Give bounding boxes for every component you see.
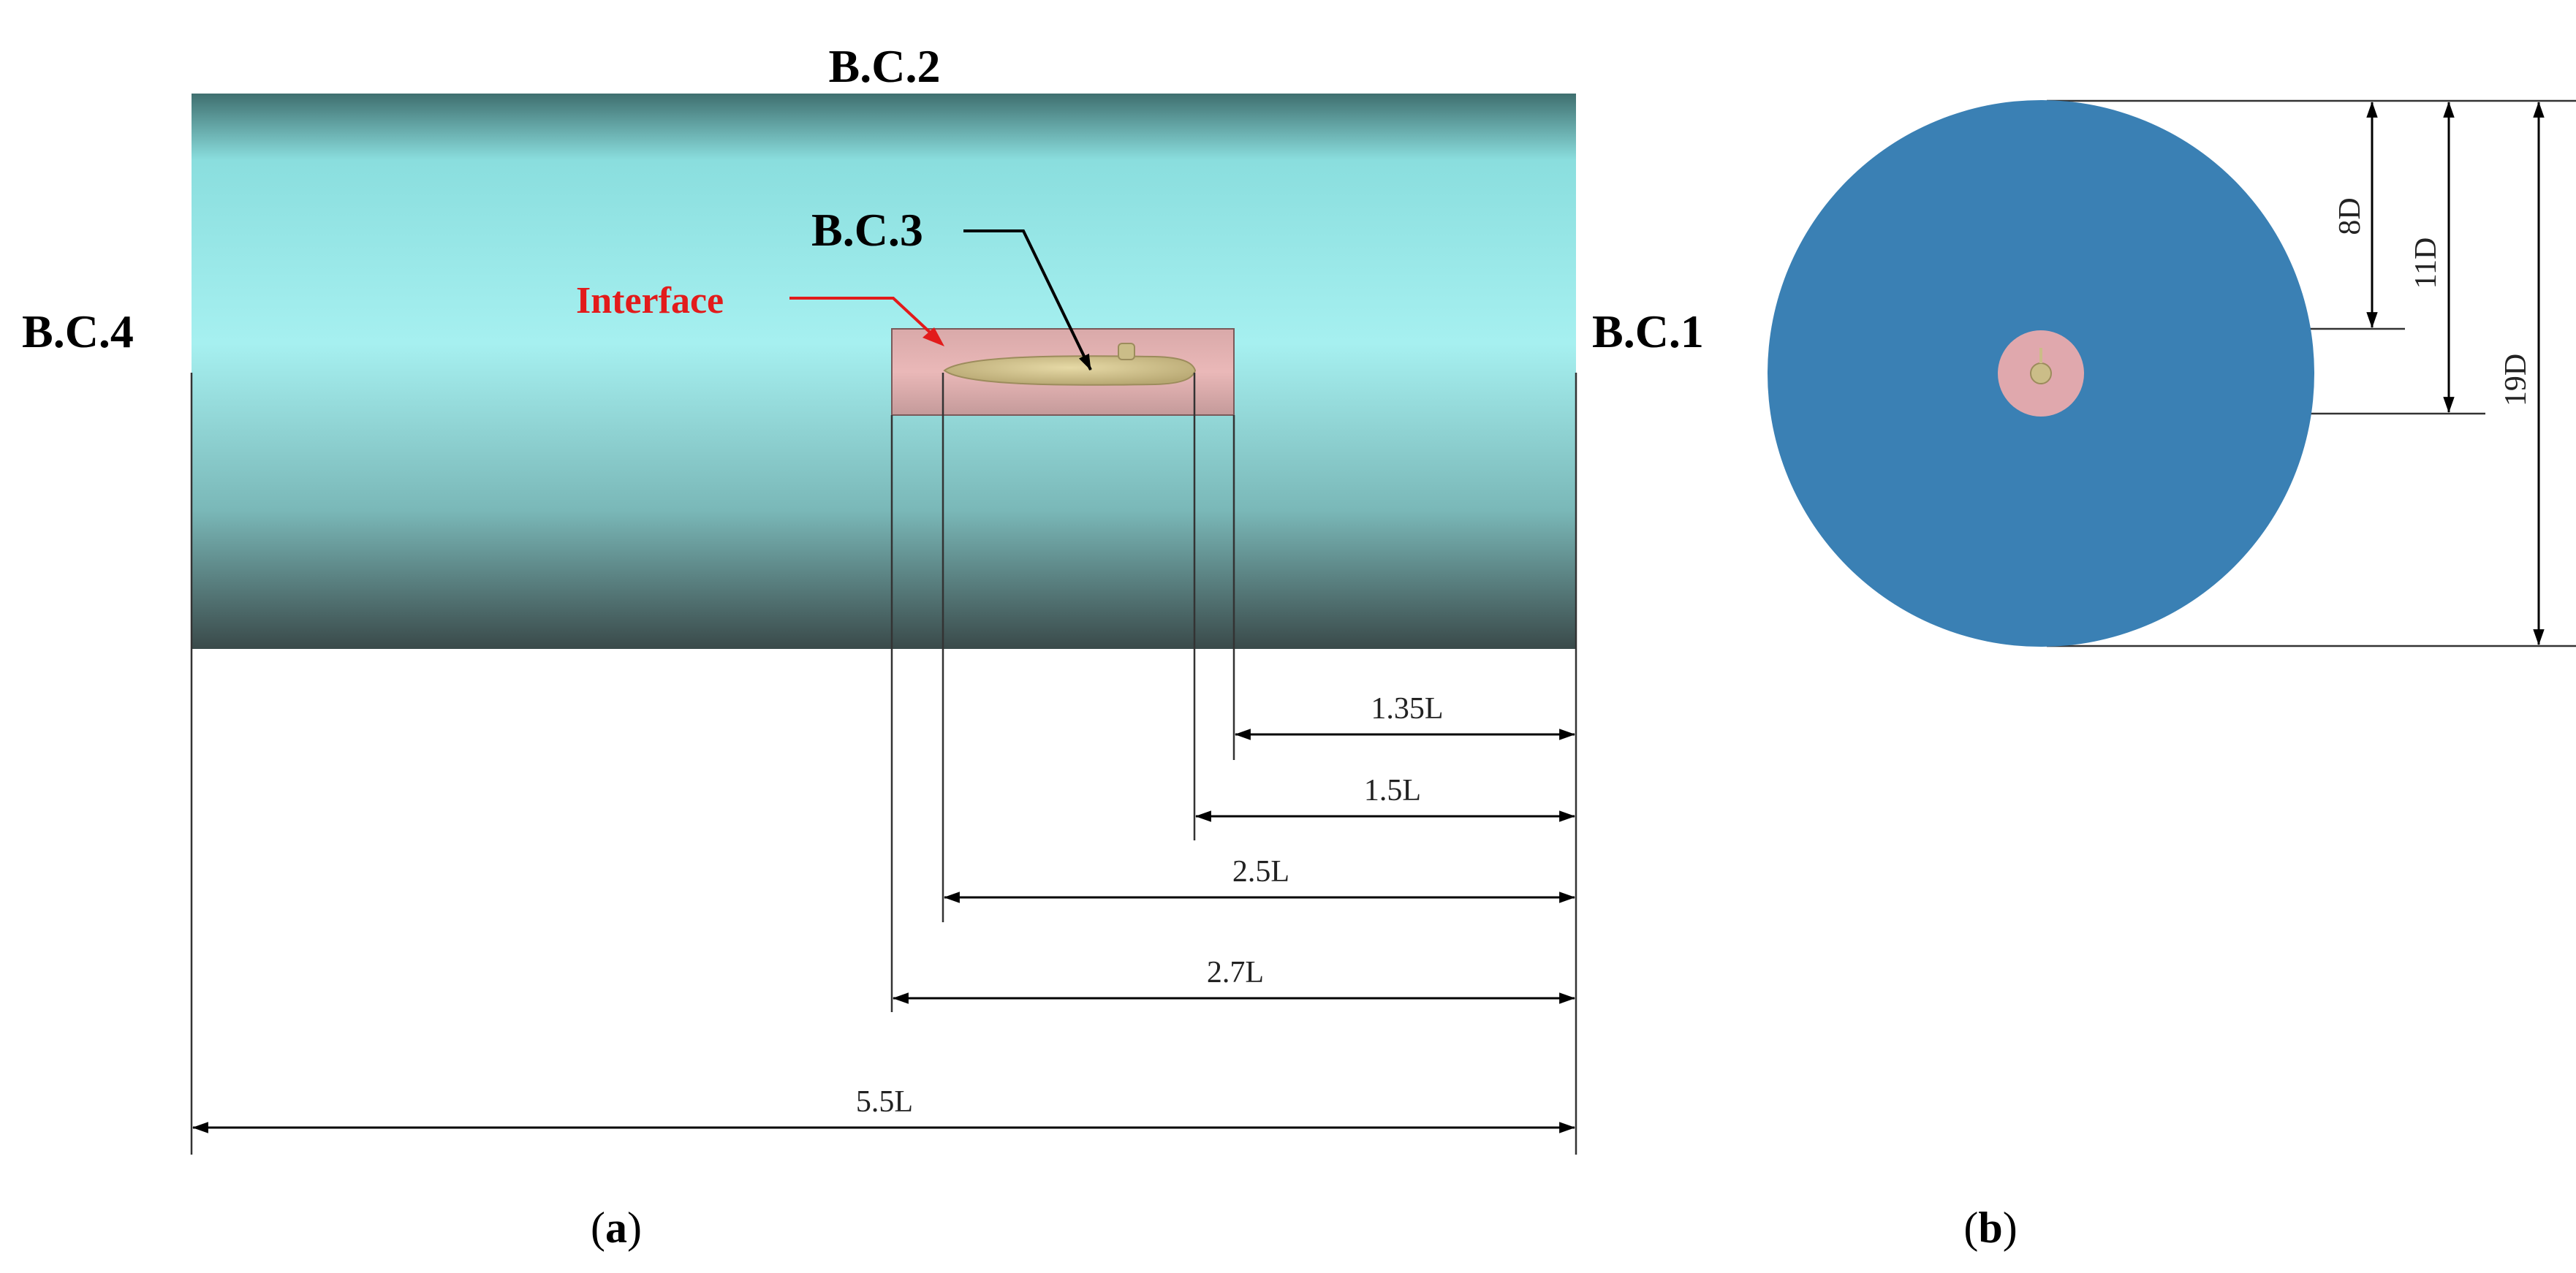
extension-lines bbox=[190, 373, 1577, 1155]
dim-1-5L-label: 1.5L bbox=[1364, 774, 1421, 808]
caption-b: (b) bbox=[1963, 1204, 2017, 1252]
bc-left-label: B.C.4 bbox=[22, 305, 134, 357]
caption-b-letter: b bbox=[1978, 1204, 2002, 1252]
bc-body-label: B.C.3 bbox=[811, 204, 923, 256]
caption-a: (a) bbox=[591, 1204, 642, 1252]
panel-b: 8D 11D 19D bbox=[1768, 99, 2576, 647]
dimension-arrows bbox=[192, 729, 1576, 1133]
dim-2-5L-label: 2.5L bbox=[1232, 855, 1289, 889]
panel-b-dimension-arrows bbox=[2366, 101, 2545, 646]
dim-1-35L-label: 1.35L bbox=[1371, 692, 1443, 726]
dim-5-5L-label: 5.5L bbox=[856, 1085, 913, 1119]
outer-domain bbox=[192, 94, 1576, 649]
bc-top-label: B.C.2 bbox=[829, 40, 941, 92]
dim-8D-label: 8D bbox=[2333, 197, 2367, 235]
caption-a-letter: a bbox=[605, 1204, 627, 1252]
submarine-hull bbox=[943, 343, 1197, 386]
dim-11D-label: 11D bbox=[2409, 238, 2443, 289]
interface-label: Interface bbox=[576, 280, 724, 322]
bc-body-pointer bbox=[963, 229, 1092, 370]
dim-19D-label: 19D bbox=[2499, 354, 2533, 406]
interface-pointer bbox=[789, 297, 937, 339]
panel-a: B.C.2 B.C.4 B.C.1 B.C.3 Interface 1.35L bbox=[22, 40, 1704, 1155]
interface-pointer-head bbox=[923, 327, 944, 346]
bc-right-label: B.C.1 bbox=[1592, 305, 1704, 357]
dim-2-7L-label: 2.7L bbox=[1207, 956, 1264, 989]
hull-section bbox=[2030, 362, 2052, 384]
